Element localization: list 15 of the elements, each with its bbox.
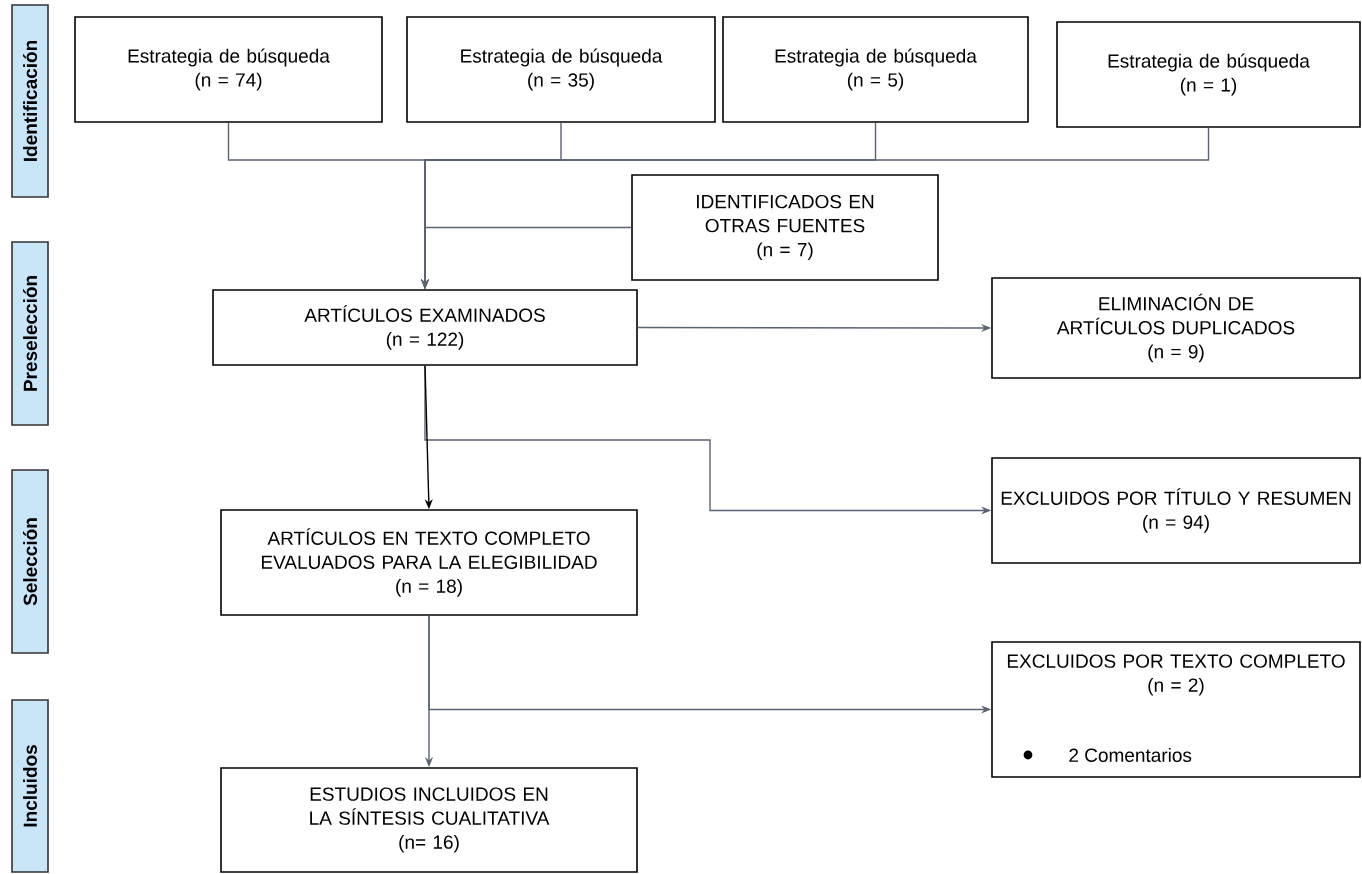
process-box: ARTÍCULOS EXAMINADOS (n = 122) [212,289,638,366]
process-box: ELIMINACIÓN DE ARTÍCULOS DUPLICADOS (n = 9) [991,277,1361,379]
process-box: ARTÍCULOS EN TEXTO COMPLETO EVALUADOS PARA LA ELEGIBILIDAD (n = 18) [220,509,638,616]
process-box: EXCLUIDOS POR TÍTULO Y RESUMEN (n = 94) [991,457,1361,564]
stage-band: Identificación [11,4,49,198]
list-item: 2 Comentarios [1069,748,1192,762]
process-box: IDENTIFICADOS EN OTRAS FUENTES (n = 7) [631,174,939,281]
stage-band: Preselección [11,241,49,426]
process-box: Estrategia de búsqueda (n = 74) [74,16,383,123]
process-box: Estrategia de búsqueda (n = 1) [1056,21,1361,128]
process-box: ESTUDIOS INCLUIDOS EN LA SÍNTESIS CUALITATIVA (n= 16) [220,767,638,873]
process-box: Estrategia de búsqueda (n = 5) [722,16,1029,123]
stage-band: Selección [11,469,49,654]
stage-band: Incluidos [11,699,49,873]
process-box: Estrategia de búsqueda (n = 35) [406,16,716,123]
